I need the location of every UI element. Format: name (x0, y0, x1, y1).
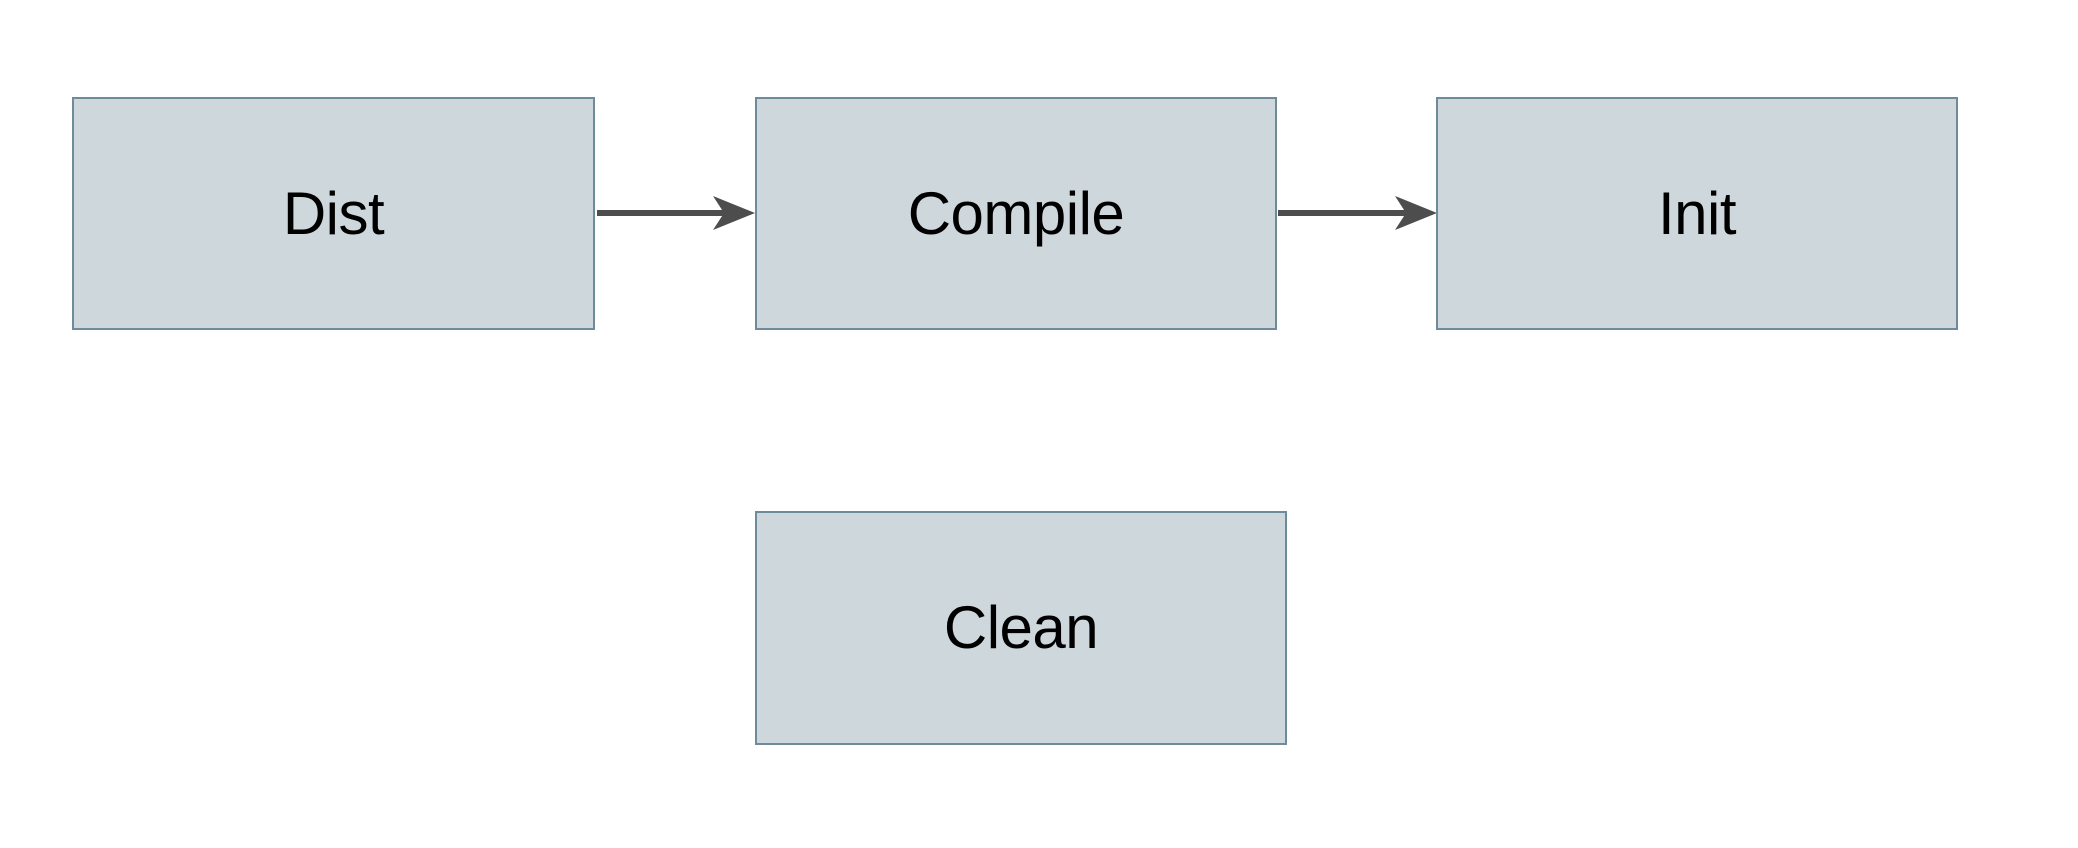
node-label-compile: Compile (907, 179, 1125, 247)
arrowhead-icon (713, 196, 755, 230)
node-label-dist: Dist (282, 179, 385, 247)
node-label-clean: Clean (943, 594, 1099, 661)
node-compile[interactable]: Compile (755, 97, 1277, 330)
edge-line-dist-to-compile (597, 196, 755, 230)
node-init[interactable]: Init (1436, 97, 1958, 330)
arrowhead-icon (1395, 196, 1437, 230)
node-dist[interactable]: Dist (72, 97, 595, 330)
node-label-init: Init (1657, 179, 1737, 247)
edge-line-compile-to-init (1278, 196, 1437, 230)
node-clean[interactable]: Clean (755, 511, 1287, 745)
